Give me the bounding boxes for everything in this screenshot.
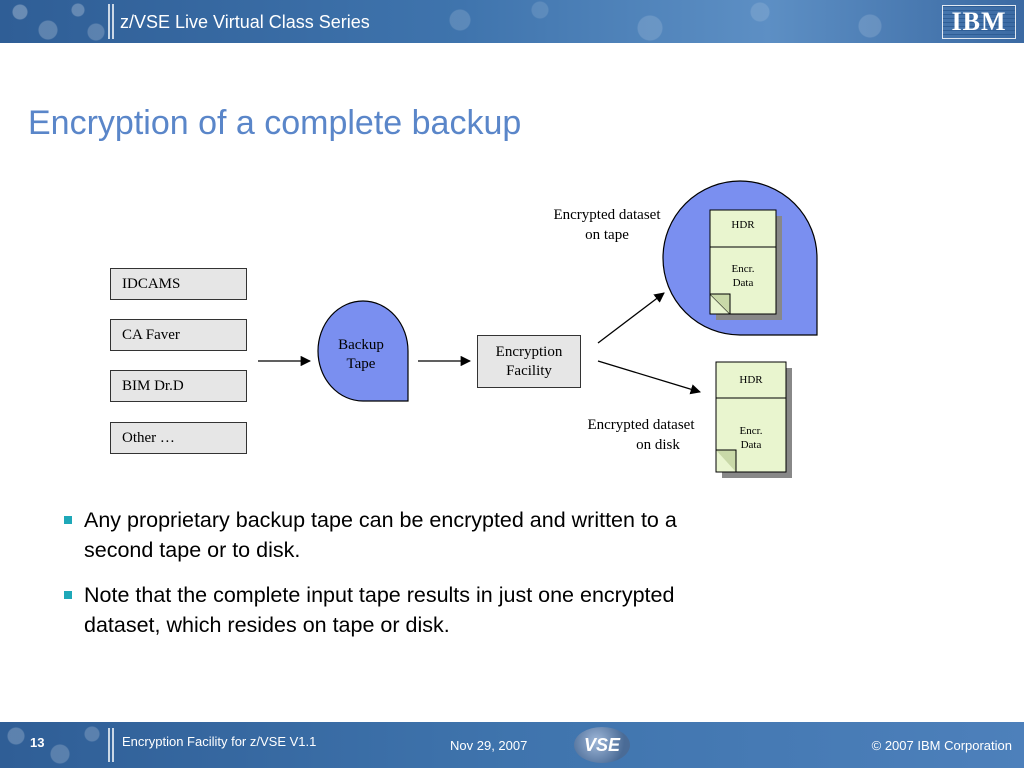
tape-doc-body-line1: Encr.: [731, 263, 755, 275]
footer-divider: [112, 728, 114, 762]
vse-logo: VSE: [574, 727, 630, 763]
header-decoration: [0, 0, 110, 43]
bullet-text: Any proprietary backup tape can be encry…: [84, 508, 677, 562]
arrow-facility-to-tape: [597, 292, 665, 344]
tape-doc-body-line2: Data: [732, 277, 754, 289]
disk-output-line2: on disk: [636, 437, 680, 453]
bullet-list: Any proprietary backup tape can be encry…: [62, 505, 702, 655]
bullet-marker-icon: [64, 591, 72, 599]
source-other: Other …: [110, 422, 247, 454]
header-bar: z/VSE Live Virtual Class Series IBM: [0, 0, 1024, 43]
tape-output-line1: Encrypted dataset: [553, 207, 661, 223]
footer-bar: 13 Encryption Facility for z/VSE V1.1 No…: [0, 722, 1024, 768]
disk-doc-header: HDR: [739, 374, 763, 386]
header-divider: [112, 4, 114, 39]
bullet-item: Note that the complete input tape result…: [62, 580, 702, 640]
course-name: Encryption Facility for z/VSE V1.1: [122, 734, 317, 749]
page-number: 13: [30, 735, 45, 750]
encryption-facility-box: Encryption Facility: [477, 335, 581, 388]
disk-doc-body: Encr. Data: [716, 424, 786, 452]
tape-output-label: Encrypted dataset on tape: [540, 205, 674, 245]
disk-doc-body-line1: Encr.: [739, 425, 763, 437]
header-decoration: [420, 0, 940, 43]
facility-line1: Encryption: [495, 344, 563, 360]
ibm-logo: IBM: [942, 5, 1016, 39]
disk-output-line1: Encrypted dataset: [587, 417, 695, 433]
tape-dataset-document: [709, 209, 782, 320]
backup-tape-line1: Backup: [338, 337, 384, 353]
backup-tape-shape: [317, 300, 409, 402]
arrow-facility-to-disk: [597, 360, 701, 395]
footer-divider: [108, 728, 110, 762]
disk-doc-body-line2: Data: [740, 439, 762, 451]
source-bim-drd: BIM Dr.D: [110, 370, 247, 402]
facility-line2: Facility: [506, 363, 552, 379]
backup-tape-label: Backup Tape: [320, 336, 402, 374]
footer-decoration: [0, 722, 115, 768]
disk-dataset-document: [715, 361, 792, 478]
slide-title: Encryption of a complete backup: [28, 104, 522, 142]
tape-doc-body: Encr. Data: [710, 262, 776, 290]
tape-output-line2: on tape: [585, 227, 629, 243]
bullet-item: Any proprietary backup tape can be encry…: [62, 505, 702, 565]
tape-doc-header: HDR: [731, 219, 755, 231]
presentation-date: Nov 29, 2007: [450, 738, 528, 753]
header-divider: [108, 4, 110, 39]
bullet-marker-icon: [64, 516, 72, 524]
source-idcams: IDCAMS: [110, 268, 247, 300]
bullet-text: Note that the complete input tape result…: [84, 583, 675, 637]
backup-tape-line2: Tape: [346, 356, 376, 372]
source-ca-faver: CA Faver: [110, 319, 247, 351]
disk-output-label: Encrypted dataset on disk: [572, 415, 710, 455]
copyright: © 2007 IBM Corporation: [871, 738, 1012, 753]
series-title: z/VSE Live Virtual Class Series: [120, 12, 370, 32]
